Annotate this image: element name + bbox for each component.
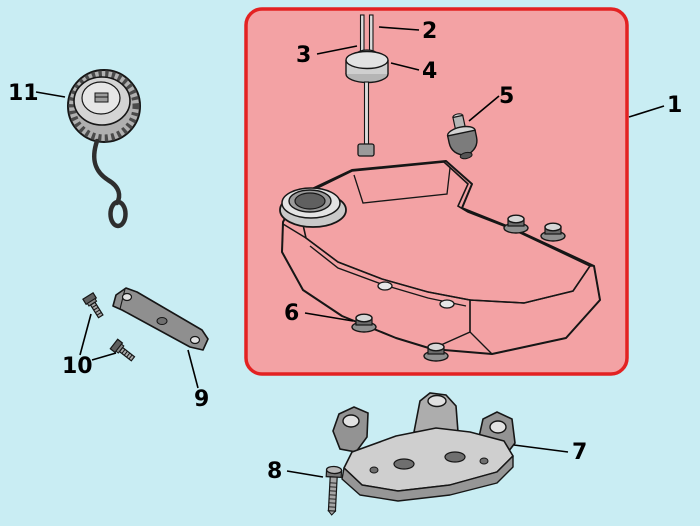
leader-line-9	[187, 349, 199, 389]
part-labels: 1 2 3 4 5 6 7 8 9 10 11	[8, 19, 682, 484]
tether-loop	[108, 199, 128, 229]
filler-neck-art	[279, 187, 347, 228]
grommet-art	[540, 222, 566, 242]
bolt-art-part-8	[325, 465, 343, 516]
leader-line-5	[468, 95, 500, 122]
part-label-10: 10	[62, 354, 93, 379]
part-label-4: 4	[422, 59, 437, 84]
fuel-tank-art	[279, 160, 601, 355]
highlight-box-part-1	[244, 7, 629, 376]
leader-line-6	[304, 312, 354, 322]
part-label-1: 1	[667, 93, 682, 118]
tank-tab-hole	[377, 281, 393, 291]
cap-tether	[91, 138, 122, 206]
grommet-art	[423, 342, 449, 362]
leader-line-10a	[79, 313, 92, 356]
leader-line-8	[286, 470, 324, 478]
part-label-3: 3	[296, 43, 311, 68]
leader-lines	[35, 26, 665, 478]
part-label-8: 8	[267, 459, 282, 484]
pickup-weight	[357, 143, 375, 157]
grommet-art	[503, 214, 529, 234]
leader-line-7	[513, 444, 569, 453]
leader-line-4	[390, 62, 420, 71]
valve-art	[446, 113, 478, 160]
mount-bracket-art	[332, 392, 516, 502]
part-label-7: 7	[572, 440, 587, 465]
fuel-cap-art	[67, 69, 141, 229]
leader-line-3	[316, 45, 358, 55]
leader-line-10b	[91, 352, 117, 361]
part-label-5: 5	[499, 84, 514, 109]
part-label-9: 9	[194, 387, 209, 412]
pickup-tube-art	[345, 14, 389, 157]
part-label-11: 11	[8, 81, 39, 106]
part-label-2: 2	[422, 19, 437, 44]
small-bracket-art	[112, 287, 209, 351]
part-label-6: 6	[284, 301, 299, 326]
leader-line-1	[628, 105, 665, 118]
leader-line-2	[378, 26, 420, 31]
grommet-part-4	[345, 50, 389, 70]
leader-line-11	[35, 91, 66, 98]
grommet-art-part-6	[351, 313, 377, 333]
tank-tab-hole	[439, 299, 455, 309]
